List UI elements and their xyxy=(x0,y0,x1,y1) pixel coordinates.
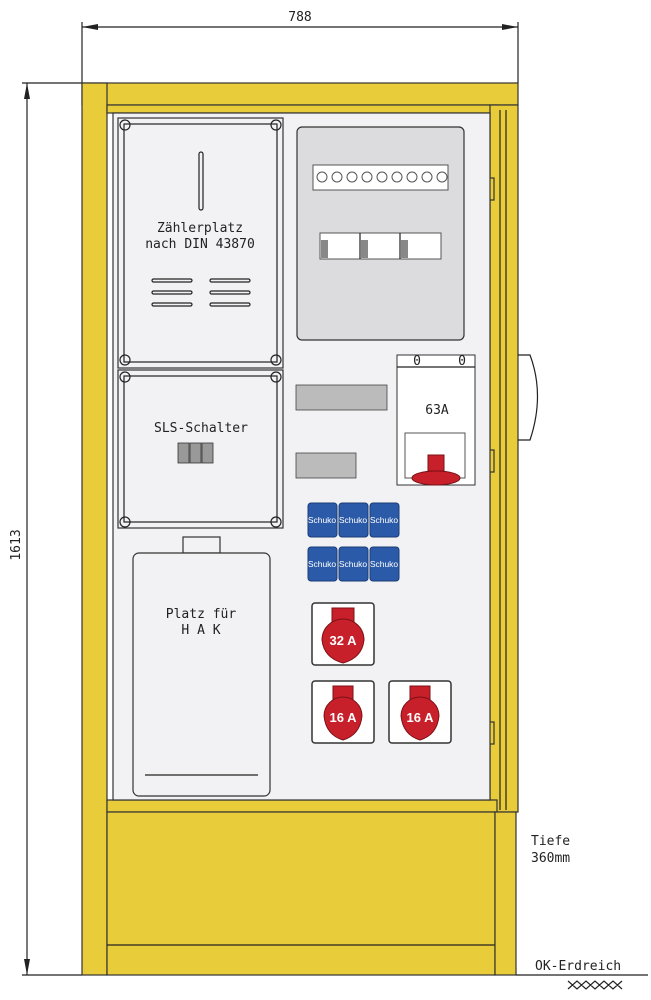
main-socket-63a: 0 0 63A xyxy=(396,354,476,486)
hak-label-2: H A K xyxy=(181,623,220,638)
svg-text:Schuko: Schuko xyxy=(308,515,337,525)
plinth xyxy=(106,811,496,976)
svg-text:Schuko: Schuko xyxy=(308,559,337,569)
hak-section: Platz für H A K xyxy=(132,536,271,797)
fuse-holders xyxy=(316,171,448,183)
svg-text:16 A: 16 A xyxy=(330,710,358,725)
hak-label-1: Platz für xyxy=(166,607,237,622)
main-socket-label: 63A xyxy=(425,403,449,418)
position-mark: 0 xyxy=(458,354,466,369)
meter-label-2: nach DIN 43870 xyxy=(145,237,255,252)
meter-section: Zählerplatz nach DIN 43870 xyxy=(117,117,284,369)
schuko-socket: Schuko xyxy=(338,546,369,582)
svg-text:Schuko: Schuko xyxy=(339,515,368,525)
svg-text:32 A: 32 A xyxy=(330,633,358,648)
height-value: 1613 xyxy=(9,529,24,560)
vent-slots xyxy=(151,278,251,307)
height-dimension: 1613 xyxy=(9,82,82,976)
schuko-socket: Schuko xyxy=(307,502,338,538)
svg-text:Schuko: Schuko xyxy=(370,559,399,569)
depth-note-1: Tiefe xyxy=(531,834,570,849)
cee-socket-16a: 16 A xyxy=(311,680,375,744)
sls-label: SLS-Schalter xyxy=(154,421,248,436)
ground-label: OK-Erdreich xyxy=(535,959,621,974)
depth-note-2: 360mm xyxy=(531,851,570,866)
svg-text:16 A: 16 A xyxy=(407,710,435,725)
sls-switch xyxy=(177,442,214,464)
width-value: 788 xyxy=(288,10,311,25)
schuko-socket: Schuko xyxy=(307,546,338,582)
width-dimension: 788 xyxy=(81,10,519,83)
schuko-socket: Schuko xyxy=(369,502,400,538)
schuko-socket: Schuko xyxy=(338,502,369,538)
circuit-breakers xyxy=(295,384,388,479)
svg-text:Schuko: Schuko xyxy=(339,559,368,569)
position-mark: 0 xyxy=(413,354,421,369)
schuko-sockets: Schuko Schuko Schuko Schuko Schuko Schuk… xyxy=(307,502,400,582)
sls-section: SLS-Schalter xyxy=(117,369,284,529)
cee-socket-16a: 16 A xyxy=(388,680,452,744)
cee-sockets: 32 A 16 A 16 A xyxy=(311,602,452,744)
distribution-board xyxy=(296,126,465,341)
svg-text:Schuko: Schuko xyxy=(370,515,399,525)
cabinet-housing xyxy=(81,82,539,976)
ground-hatch xyxy=(567,980,623,990)
door-handle xyxy=(518,354,539,441)
cee-socket-32a: 32 A xyxy=(311,602,375,666)
meter-label-1: Zählerplatz xyxy=(157,221,243,236)
schuko-socket: Schuko xyxy=(369,546,400,582)
